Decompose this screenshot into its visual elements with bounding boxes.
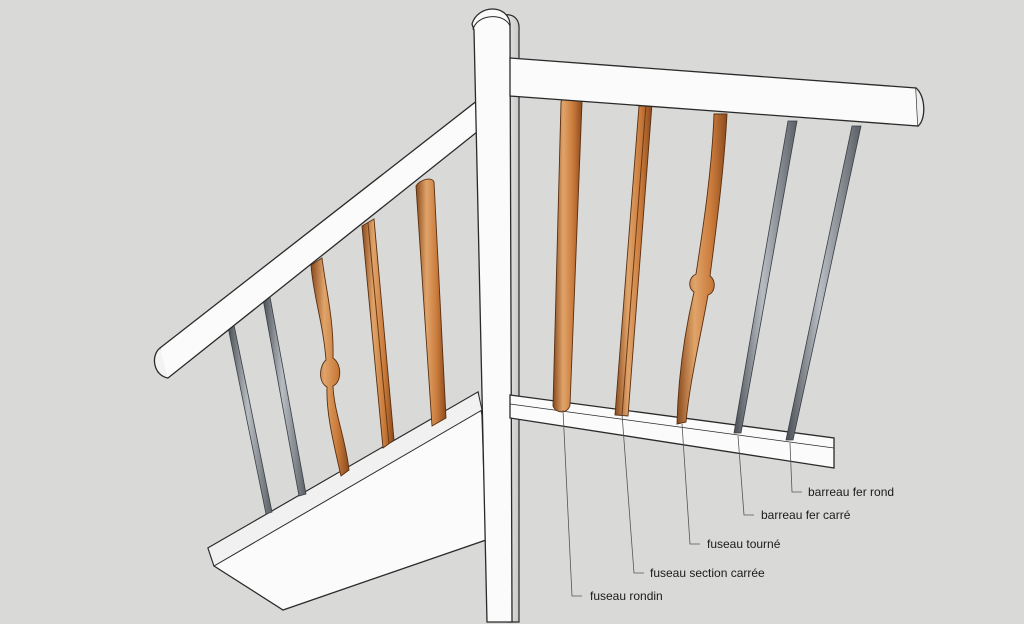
left-barreau-fer-rond-1	[227, 324, 273, 515]
barreau-fer-rond	[785, 125, 862, 441]
left-fuseau-rondin	[415, 178, 447, 427]
barreau-fer-carre	[733, 120, 798, 434]
stair-stringer	[207, 390, 487, 611]
right-handrail	[509, 57, 925, 127]
label-fuseau-tourne: fuseau tourné	[707, 537, 781, 551]
right-balusters	[552, 95, 862, 441]
left-handrail	[153, 98, 483, 379]
left-balusters	[227, 178, 447, 515]
left-fuseau-tourne	[310, 257, 350, 477]
label-barreau-fer-carre: barreau fer carré	[761, 508, 851, 522]
newel-post	[471, 8, 520, 623]
label-fuseau-section-carree: fuseau section carrée	[650, 566, 765, 580]
label-fuseau-rondin: fuseau rondin	[590, 589, 663, 603]
label-barreau-fer-rond: barreau fer rond	[808, 485, 894, 499]
leader-lines	[562, 409, 802, 597]
left-barreau-fer-carre-1	[262, 296, 307, 497]
fuseau-tourne	[676, 113, 728, 425]
fuseau-rondin	[552, 95, 583, 413]
